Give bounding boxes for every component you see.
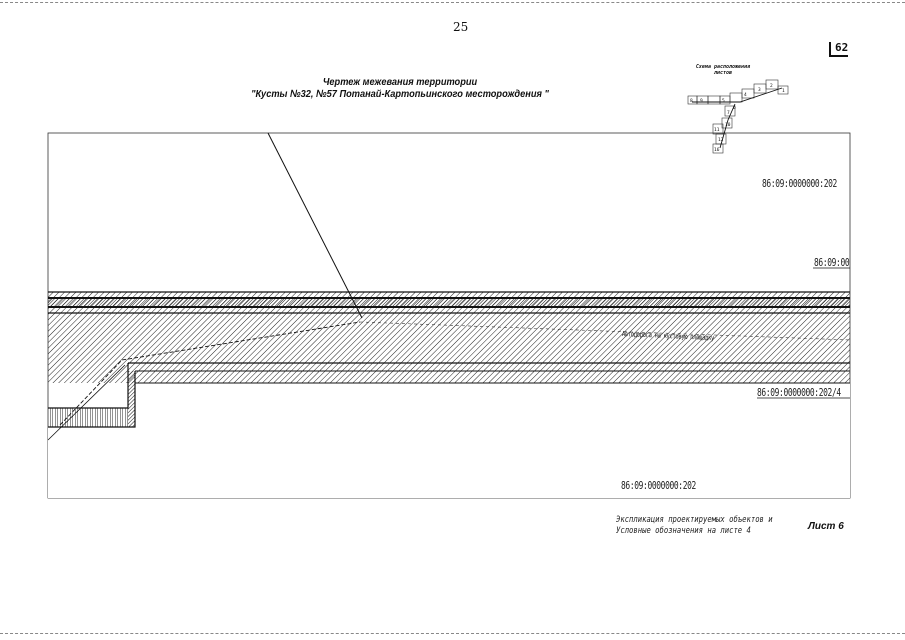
lower-white-area bbox=[48, 383, 850, 498]
drawing-title-line1: Чертеж межевания территории bbox=[322, 76, 478, 88]
scheme-sheet-5: 5 bbox=[722, 98, 725, 104]
scheme-sheet-3: 3 bbox=[758, 87, 761, 93]
top-scan-border bbox=[0, 2, 905, 3]
parcel-label-c: 86:09:0000000:202/4 bbox=[757, 386, 841, 399]
scheme-sheet-16: 16 bbox=[714, 147, 720, 153]
explication-note-line2: Условные обозначения на листе 4 bbox=[616, 526, 751, 536]
scheme-sheet-11: 11 bbox=[714, 127, 720, 133]
sheet-layout-scheme bbox=[687, 79, 789, 154]
scheme-sheet-numbers: 8 9 5 4 3 2 1 6 7 10 11 12 16 bbox=[690, 83, 785, 153]
explication-note-line1: Экспликация проектируемых объектов и bbox=[616, 515, 773, 525]
scheme-sheet-1: 1 bbox=[782, 88, 785, 94]
sheet-label: Лист 6 bbox=[808, 521, 844, 532]
scheme-label-line2: листов bbox=[713, 70, 733, 76]
vertical-hatch-block bbox=[48, 408, 128, 427]
bottom-scan-border bbox=[0, 633, 905, 634]
scheme-sheet-2: 2 bbox=[770, 83, 773, 89]
sheet-number: 62 bbox=[829, 42, 849, 57]
scheme-sheet-12: 12 bbox=[718, 137, 724, 143]
scheme-sheet-9: 9 bbox=[700, 98, 703, 104]
corridor-dense-strip bbox=[48, 298, 850, 307]
scheme-sheet-6: 6 bbox=[733, 105, 736, 111]
page-number: 25 bbox=[453, 20, 469, 34]
sheet-layout-scheme-label: Схема расположения листов bbox=[678, 64, 768, 76]
scheme-label-line1: Схема расположения bbox=[695, 64, 751, 70]
scheme-sheet-4: 4 bbox=[744, 92, 747, 98]
parcel-label-d: 86:09:0000000:202 bbox=[621, 479, 696, 492]
scheme-sheet-7: 7 bbox=[727, 110, 730, 116]
explication-note: Экспликация проектируемых объектов и Усл… bbox=[616, 515, 773, 537]
drawing-title: Чертеж межевания территории "Кусты №32, … bbox=[206, 76, 593, 100]
scheme-sheet-8: 8 bbox=[690, 98, 693, 104]
parcel-label-b: 86:09:00 bbox=[814, 256, 850, 269]
drawing-title-line2: "Кусты №32, №57 Потанай-Картопьинского м… bbox=[251, 88, 549, 100]
scheme-sheet-10: 10 bbox=[725, 122, 731, 128]
parcel-label-a: 86:09:0000000:202 bbox=[762, 177, 837, 190]
